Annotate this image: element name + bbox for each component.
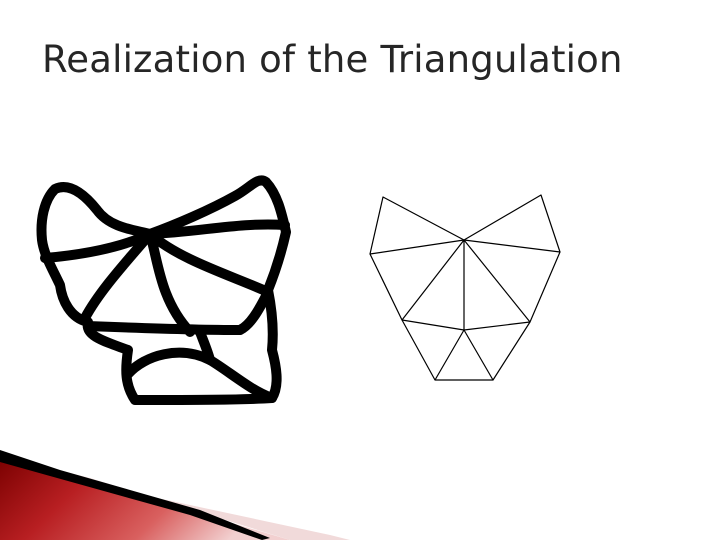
triangulation-outer-polygon: [369, 194, 561, 381]
triangulation-edge: [463, 239, 531, 323]
triangulation-edge: [369, 239, 465, 255]
triangulation-edge: [463, 239, 561, 253]
sketch-edge: [235, 287, 273, 335]
ribbon-black-band: [0, 450, 270, 540]
triangulation-edge: [401, 319, 465, 331]
triangulation-edge: [401, 239, 465, 321]
triangulation-edge: [434, 329, 465, 381]
sketch-edge: [83, 321, 245, 335]
sketch-outer-boundary: [36, 175, 291, 405]
sketch-edge: [145, 229, 273, 297]
sketch-edge: [145, 219, 290, 239]
slide-title: Realization of the Triangulation: [42, 38, 623, 81]
triangulation-edge: [463, 329, 494, 381]
sketch-edge: [205, 355, 277, 403]
sketch-edge: [123, 347, 215, 379]
sketch-edge: [80, 229, 155, 323]
sketch-edge: [145, 229, 195, 337]
triangulation-edge: [463, 321, 531, 331]
